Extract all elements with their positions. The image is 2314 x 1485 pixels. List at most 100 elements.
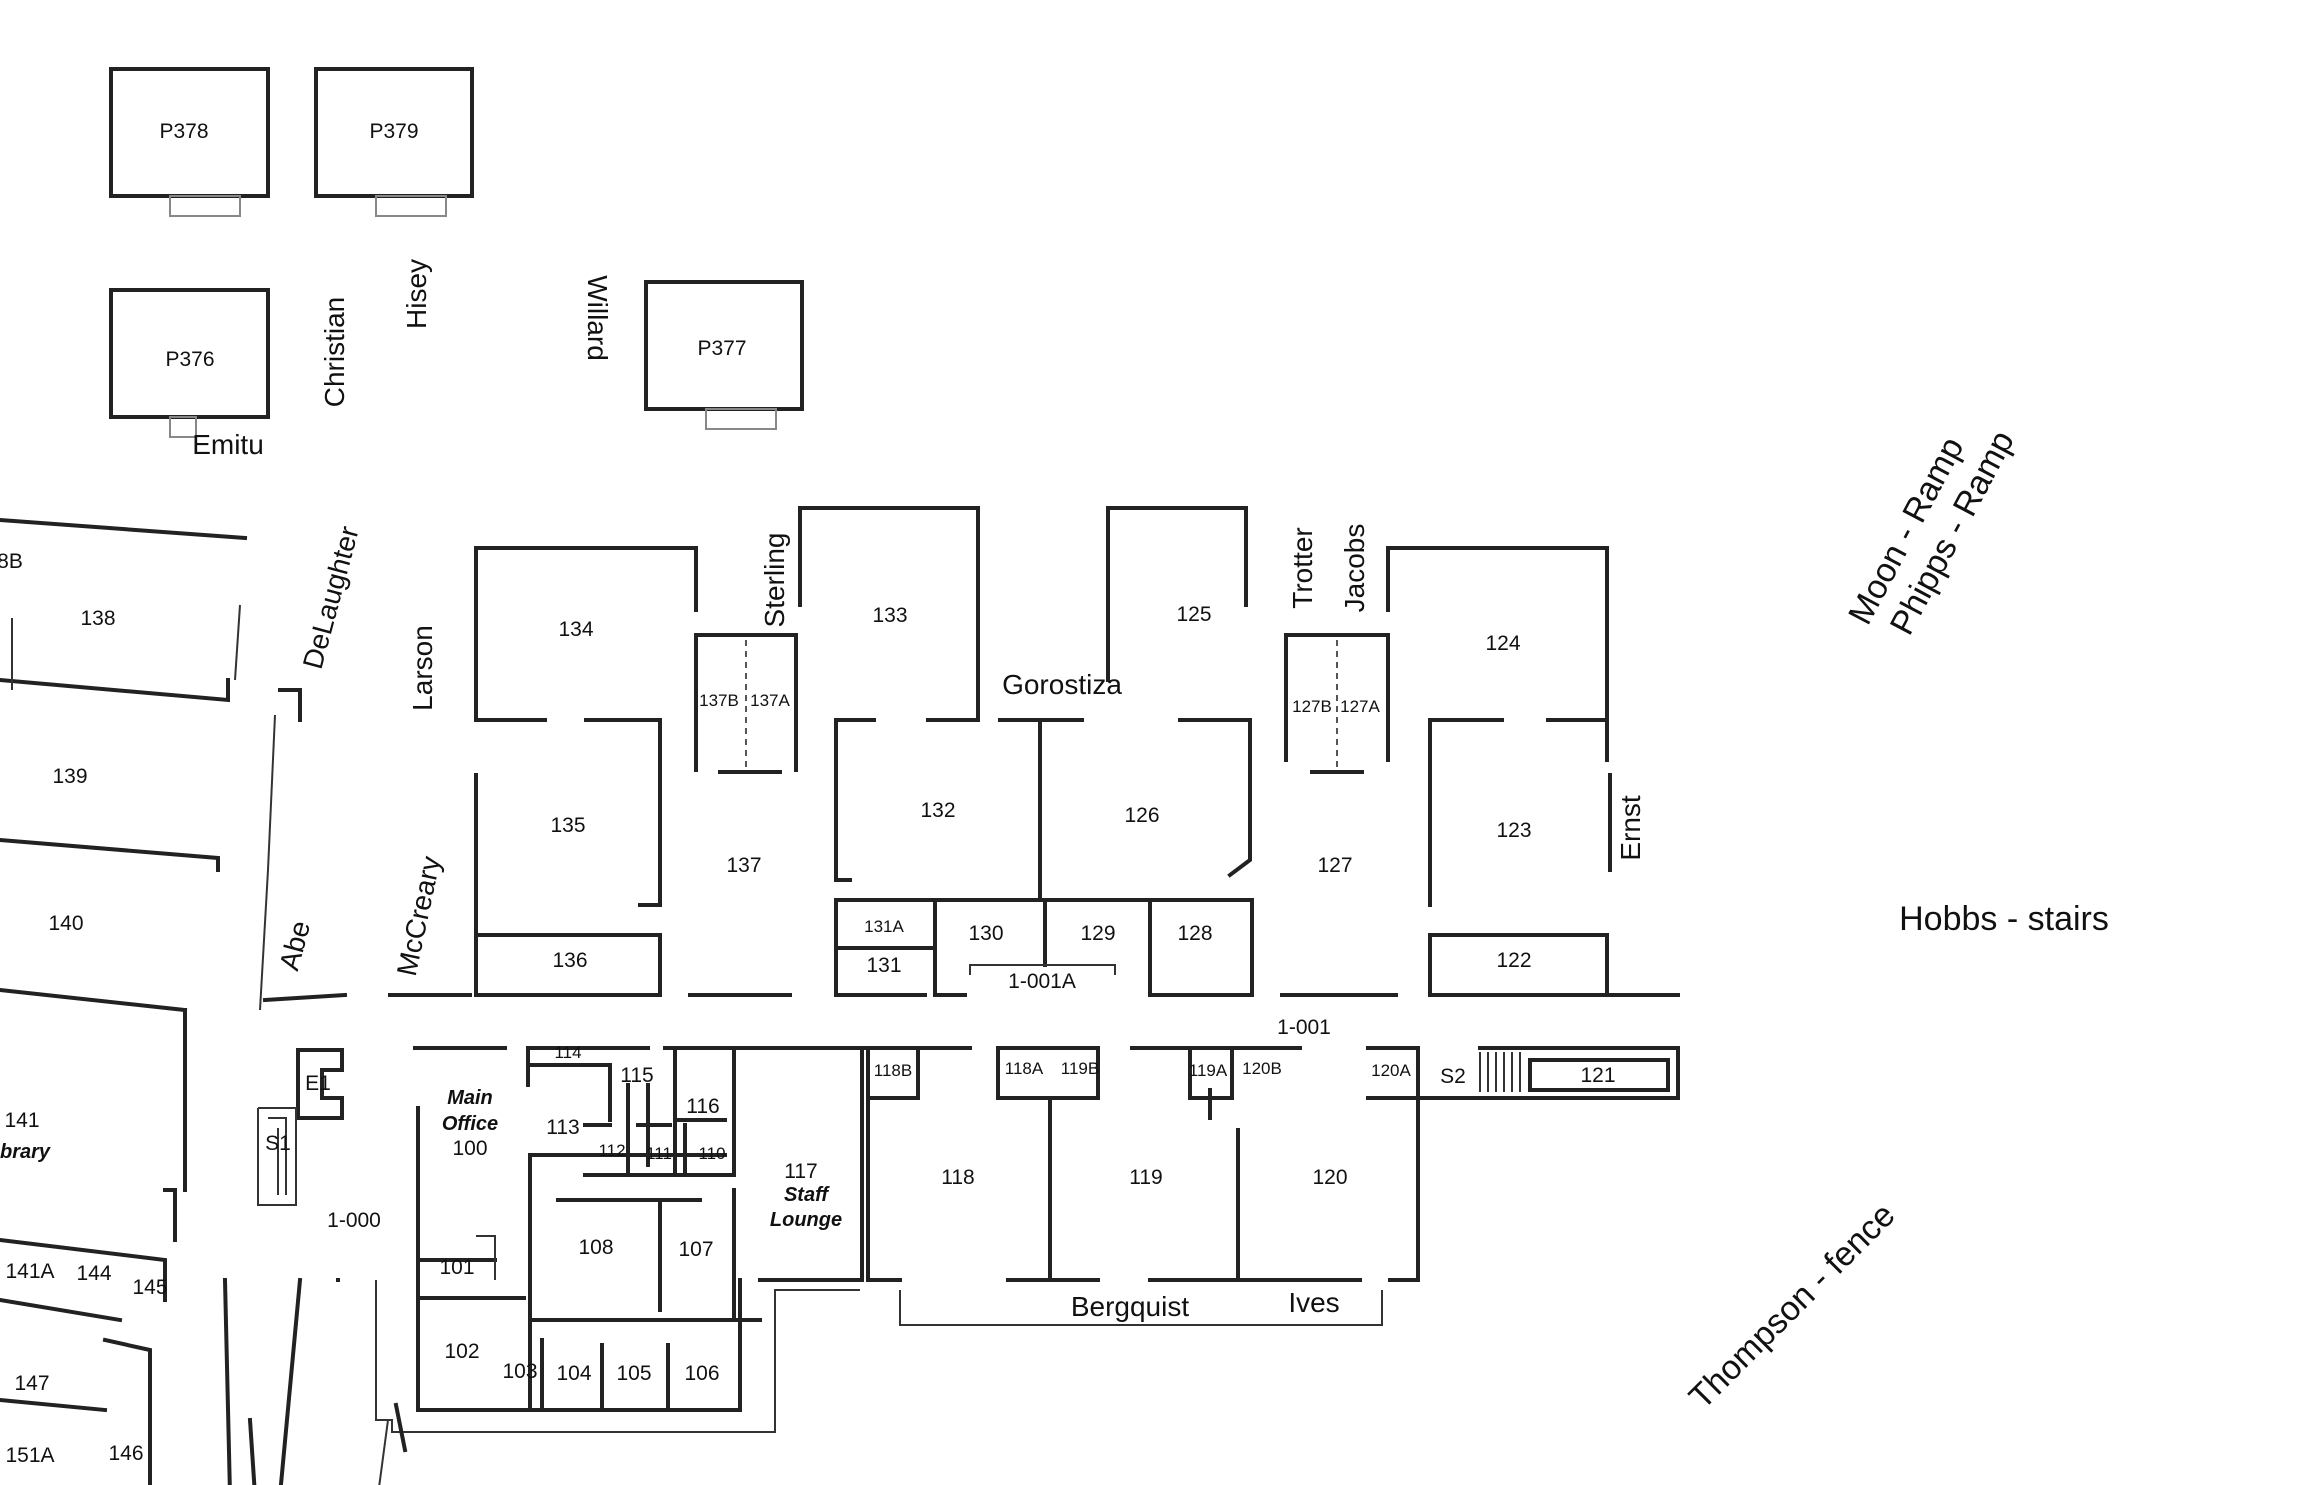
staff-lounge-label-1: Staff <box>784 1184 830 1206</box>
room-102[interactable]: 102 <box>444 1340 479 1363</box>
lower-block <box>257 1046 1680 1485</box>
staff-gorostiza[interactable]: Gorostiza <box>1002 669 1122 700</box>
room-140[interactable]: 140 <box>48 912 83 935</box>
portable-p377[interactable]: P377 <box>644 280 804 430</box>
portable-p378[interactable]: P378 <box>109 67 270 217</box>
room-118b[interactable]: 118B <box>874 1061 912 1080</box>
room-147[interactable]: 147 <box>14 1372 49 1395</box>
staff-ernst[interactable]: Ernst <box>1615 795 1646 861</box>
room-138[interactable]: 138 <box>80 607 115 630</box>
staff-hisey[interactable]: Hisey <box>401 259 432 329</box>
room-127a[interactable]: 127A <box>1340 697 1380 716</box>
staff-jacobs[interactable]: Jacobs <box>1339 524 1370 613</box>
staff-sterling[interactable]: Sterling <box>759 533 790 628</box>
room-107[interactable]: 107 <box>678 1238 713 1261</box>
room-137b[interactable]: 137B <box>699 691 739 710</box>
staff-delaughter[interactable]: DeLaughter <box>297 523 365 672</box>
portable-p377-label: P377 <box>697 337 746 360</box>
room-137[interactable]: 137 <box>726 854 761 877</box>
room-111[interactable]: 111 <box>646 1144 672 1163</box>
portable-p379-label: P379 <box>369 120 418 143</box>
hallway-1-001[interactable]: 1-001 <box>1277 1016 1331 1039</box>
elevator-e1[interactable]: E1 <box>305 1072 331 1095</box>
room-145[interactable]: 145 <box>132 1276 167 1299</box>
staff-willard[interactable]: Willard <box>582 275 613 361</box>
post-thompson-fence[interactable]: Thompson - fence <box>1682 1196 1903 1417</box>
room-128[interactable]: 128 <box>1177 922 1212 945</box>
room-8b[interactable]: 8B <box>0 550 23 573</box>
staff-lounge-label-2: Lounge <box>770 1209 842 1231</box>
room-133[interactable]: 133 <box>872 604 907 627</box>
room-115[interactable]: 115 <box>620 1064 653 1087</box>
staff-larson[interactable]: Larson <box>407 625 438 711</box>
room-119[interactable]: 119 <box>1129 1166 1162 1189</box>
room-101[interactable]: 101 <box>439 1256 474 1279</box>
room-129[interactable]: 129 <box>1080 922 1115 945</box>
left-wing <box>0 517 348 1485</box>
upper-classrooms <box>388 506 1680 997</box>
room-146[interactable]: 146 <box>108 1442 143 1465</box>
portable-p379[interactable]: P379 <box>314 67 474 217</box>
room-132[interactable]: 132 <box>920 799 955 822</box>
room-137a[interactable]: 137A <box>750 691 790 710</box>
hallway-1-000[interactable]: 1-000 <box>327 1209 381 1232</box>
stairs-s1[interactable]: S1 <box>265 1132 291 1155</box>
room-119a[interactable]: 119A <box>1189 1061 1228 1080</box>
stairs-s2[interactable]: S2 <box>1440 1065 1466 1088</box>
room-123[interactable]: 123 <box>1496 819 1531 842</box>
room-113[interactable]: 113 <box>546 1116 579 1139</box>
post-hobbs-stairs[interactable]: Hobbs - stairs <box>1899 900 2109 938</box>
room-120b[interactable]: 120B <box>1242 1059 1282 1078</box>
room-136[interactable]: 136 <box>552 949 587 972</box>
room-114[interactable]: 114 <box>554 1043 581 1062</box>
room-100[interactable]: 100 <box>452 1137 487 1160</box>
staff-ives[interactable]: Ives <box>1288 1287 1339 1318</box>
staff-abe[interactable]: Abe <box>273 917 316 973</box>
room-131[interactable]: 131 <box>866 954 901 977</box>
room-131a[interactable]: 131A <box>864 917 904 936</box>
room-110[interactable]: 110 <box>698 1144 725 1163</box>
room-141[interactable]: 141 <box>4 1109 39 1132</box>
room-130[interactable]: 130 <box>968 922 1003 945</box>
room-104[interactable]: 104 <box>556 1362 591 1385</box>
portable-p376[interactable]: P376 <box>109 288 270 438</box>
room-141a[interactable]: 141A <box>5 1260 54 1283</box>
room-125[interactable]: 125 <box>1176 603 1211 626</box>
portable-p376-label: P376 <box>165 348 214 371</box>
library-label: brary <box>0 1141 51 1163</box>
room-118a[interactable]: 118A <box>1005 1059 1044 1078</box>
room-144[interactable]: 144 <box>76 1262 111 1285</box>
staff-bergquist[interactable]: Bergquist <box>1071 1291 1190 1322</box>
room-135[interactable]: 135 <box>550 814 585 837</box>
room-121[interactable]: 121 <box>1580 1064 1615 1087</box>
main-office-label-1: Main <box>447 1087 493 1109</box>
room-127b[interactable]: 127B <box>1292 697 1332 716</box>
main-office-label-2: Office <box>442 1113 498 1135</box>
room-103[interactable]: 103 <box>502 1360 537 1383</box>
room-124[interactable]: 124 <box>1485 632 1520 655</box>
room-120[interactable]: 120 <box>1312 1166 1347 1189</box>
staff-christian[interactable]: Christian <box>319 297 350 407</box>
room-106[interactable]: 106 <box>684 1362 719 1385</box>
room-120a[interactable]: 120A <box>1371 1061 1411 1080</box>
staff-emitu[interactable]: Emitu <box>192 429 264 460</box>
room-119b[interactable]: 119B <box>1061 1059 1099 1078</box>
room-122[interactable]: 122 <box>1496 949 1531 972</box>
room-117[interactable]: 117 <box>784 1160 817 1183</box>
room-116[interactable]: 116 <box>686 1095 719 1118</box>
room-151a[interactable]: 151A <box>5 1444 54 1467</box>
room-127[interactable]: 127 <box>1317 854 1352 877</box>
room-108[interactable]: 108 <box>578 1236 613 1259</box>
room-118[interactable]: 118 <box>941 1166 974 1189</box>
room-126[interactable]: 126 <box>1124 804 1159 827</box>
room-105[interactable]: 105 <box>616 1362 651 1385</box>
room-134[interactable]: 134 <box>558 618 593 641</box>
staff-mccreary[interactable]: McCreary <box>391 853 447 978</box>
staff-trotter[interactable]: Trotter <box>1287 527 1318 608</box>
room-139[interactable]: 139 <box>52 765 87 788</box>
hallway-1-001a[interactable]: 1-001A <box>1008 970 1076 993</box>
portable-p378-label: P378 <box>159 120 208 143</box>
room-112[interactable]: 112 <box>598 1141 625 1160</box>
stairs-s2-treads <box>1479 1052 1521 1092</box>
